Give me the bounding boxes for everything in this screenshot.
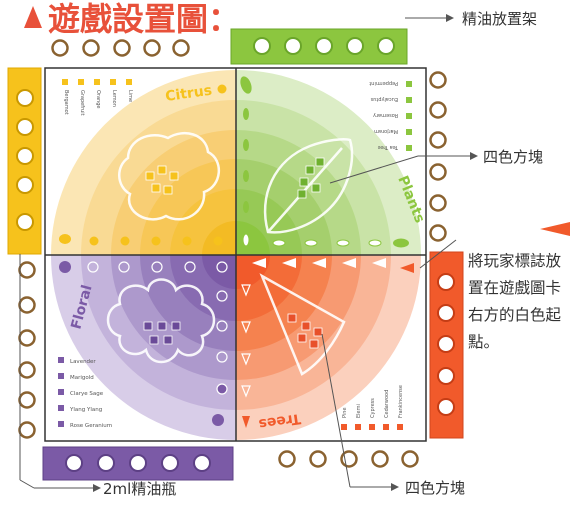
citrus-legend: Bergamot Grapefruit Orange Lemon Lime xyxy=(62,79,133,116)
trees-triangle-markers-vertical xyxy=(241,284,251,398)
trees-blocks xyxy=(287,313,323,349)
page-title: 遊戲設置圖： xyxy=(24,0,240,40)
color-block-label-bottom: 四色方塊 xyxy=(405,479,466,497)
floral-oil-label: Lavender xyxy=(70,359,96,365)
citrus-title-dot xyxy=(217,84,227,94)
floral-legend: Lavender Marigold Clarye Sage Ylang Ylan… xyxy=(58,357,112,429)
floral-flower-markers-horizontal xyxy=(87,261,228,273)
flower-icon xyxy=(59,261,224,426)
player-marker-icon[interactable] xyxy=(540,222,570,236)
citrus-lemon-outline xyxy=(118,132,220,221)
plants-leaf-markers-horizontal xyxy=(272,239,382,247)
green-oil-rack[interactable] xyxy=(230,28,408,65)
citrus-oil-label: Grapefruit xyxy=(79,90,85,116)
trees-title: Trees xyxy=(258,410,302,432)
plants-oil-label: Marjoram xyxy=(374,128,398,134)
trees-legend: Pine Elemi Cypress Cedarwood Frankincens… xyxy=(341,385,404,430)
trees-triangle-outline xyxy=(259,273,346,376)
tree-icon xyxy=(242,263,414,428)
right-ring-column xyxy=(429,71,447,242)
citrus-path-markers xyxy=(89,236,223,246)
plants-legend: Peppermint Eucalyptus Rosemary Marjoram … xyxy=(369,80,412,151)
bottom-ring-row xyxy=(278,450,419,468)
title-marker-icon xyxy=(24,6,42,28)
floral-flower-outline xyxy=(106,278,216,364)
floral-oil-label: Clarye Sage xyxy=(70,391,104,397)
citrus-blocks xyxy=(145,165,179,195)
leaf-icon xyxy=(240,76,409,248)
game-board: Bergamot Grapefruit Orange Lemon Lime Pe… xyxy=(44,67,428,442)
trees-triangle-markers-horizontal xyxy=(252,258,386,268)
floral-oil-label: Rose Geranium xyxy=(70,423,112,429)
floral-oil-label: Marigold xyxy=(70,375,94,381)
floral-blocks xyxy=(143,321,181,345)
citrus-oil-label: Bergamot xyxy=(63,90,69,115)
trees-oil-label: Cedarwood xyxy=(384,390,390,418)
plants-oil-label: Eucalyptus xyxy=(370,96,398,102)
plants-oil-label: Peppermint xyxy=(369,80,398,86)
lemon-icon xyxy=(59,234,71,244)
top-ring-row xyxy=(51,39,190,57)
color-block-label-top: 四色方塊 xyxy=(483,148,544,166)
orange-oil-rack[interactable] xyxy=(429,251,464,439)
trees-oil-label: Frankincense xyxy=(398,385,404,418)
plants-oil-label: Tea Tree xyxy=(378,144,399,150)
plants-leaf-markers-vertical xyxy=(242,108,250,247)
citrus-oil-label: Lime xyxy=(127,90,133,102)
bottle-label: 2ml精油瓶 xyxy=(103,480,177,498)
oil-rack-label: 精油放置架 xyxy=(462,10,538,28)
trees-oil-label: Elemi xyxy=(356,404,362,418)
plants-blocks xyxy=(297,157,325,199)
purple-oil-rack[interactable] xyxy=(42,446,234,481)
citrus-quadrant-rings xyxy=(51,70,236,255)
trees-oil-label: Cypress xyxy=(370,398,376,418)
yellow-oil-rack[interactable] xyxy=(7,67,42,255)
trees-oil-label: Pine xyxy=(342,407,348,418)
title-text: 遊戲設置圖： xyxy=(48,0,241,38)
player-marker-note: 將玩家標誌放置在遊戲圖卡右方的白色起點。 xyxy=(468,252,562,351)
left-ring-column xyxy=(18,261,36,439)
floral-flower-markers-vertical xyxy=(216,290,228,395)
citrus-oil-label: Lemon xyxy=(111,90,117,107)
citrus-oil-label: Orange xyxy=(95,90,101,108)
citrus-title: Citrus xyxy=(164,83,213,105)
plants-oil-label: Rosemary xyxy=(373,112,398,118)
floral-oil-label: Ylang Ylang xyxy=(69,407,102,413)
annotation-lines xyxy=(19,14,478,492)
